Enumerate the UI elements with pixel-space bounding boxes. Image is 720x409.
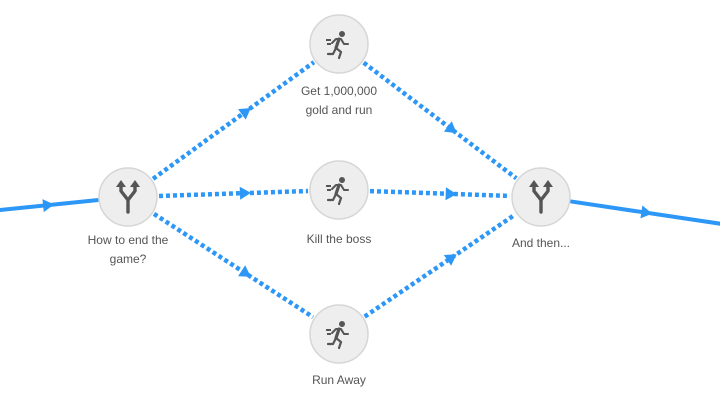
edge-line [363,212,517,319]
edge-action-gold-to-choice-end [362,60,518,181]
edge-line [369,188,511,199]
node-label-line: And then... [512,236,570,250]
node-action-boss[interactable]: Kill the boss [307,160,372,246]
edge-choice-start-to-action-gold [151,60,316,181]
edge-action-run-to-choice-end [363,212,517,319]
node-label: Get 1,000,000 gold and run [301,84,377,117]
edge-entry-to-choice-start [0,198,100,213]
edge-line [158,188,309,199]
node-label-line: How to end the [88,233,169,247]
node-label: How to end the game? [88,233,169,266]
arrow-head [238,107,251,120]
node-label: Kill the boss [307,232,372,246]
arrow-head [443,121,457,134]
node-label-line: game? [110,252,147,266]
node-action-gold[interactable]: Get 1,000,000 gold and run [301,14,377,117]
arrow-head [239,186,251,200]
node-circle [98,167,158,227]
node-circle [511,167,571,227]
node-label: Run Away [312,373,366,387]
edge-choice-start-to-action-run [152,211,315,320]
node-label: And then... [512,236,570,250]
edge-line [362,60,518,181]
node-label-line: gold and run [306,103,373,117]
node-label-line: Run Away [312,373,366,387]
edge-choice-end-to-exit [569,199,720,226]
arrow-head [445,187,457,201]
node-label-line: Get 1,000,000 [301,84,377,98]
node-label-line: Kill the boss [307,232,372,246]
edge-action-boss-to-choice-end [369,187,511,201]
node-action-run[interactable]: Run Away [309,304,369,387]
edges-layer [0,60,720,320]
edge-line [151,60,316,181]
arrow-head [443,254,457,266]
nodes-layer: How to end the game? Get 1,000,000 gold and… [88,14,571,387]
arrow-head [42,199,55,213]
edge-line [152,211,315,320]
arrow-head [640,205,653,219]
edge-choice-start-to-action-boss [158,186,309,200]
arrow-head [238,265,251,277]
node-choice-start[interactable]: How to end the game? [88,167,169,266]
node-choice-end[interactable]: And then... [511,167,571,250]
